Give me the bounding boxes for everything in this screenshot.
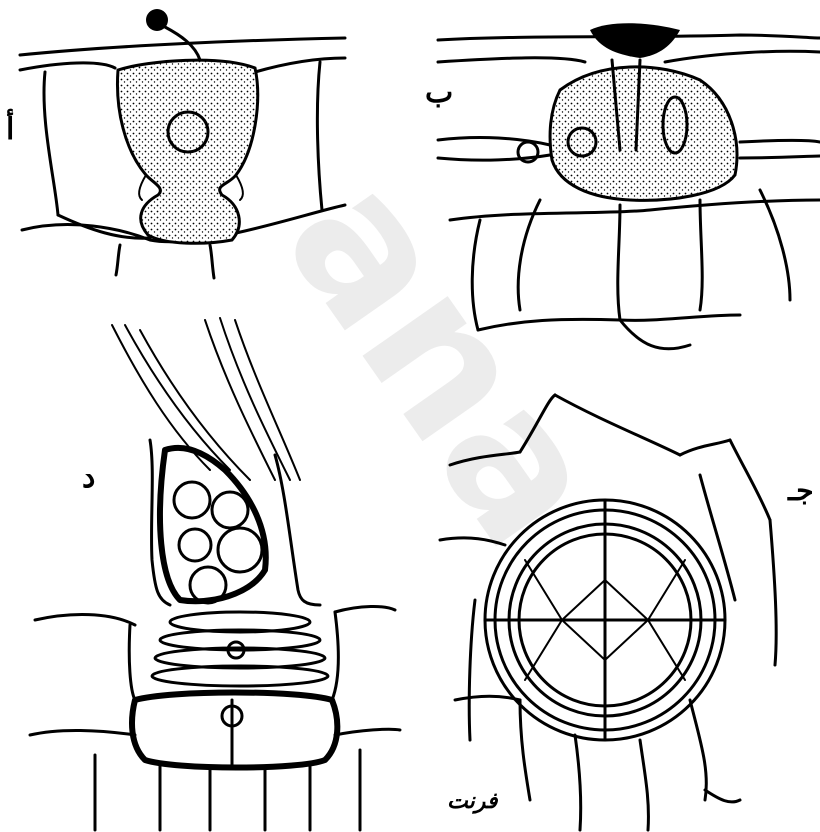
panel-label-d: د xyxy=(82,463,95,493)
artist-signature: فرنت xyxy=(447,790,497,812)
panel-label-b: ب xyxy=(425,78,453,108)
panel-label-a: أ xyxy=(6,115,14,145)
panel-c-scale xyxy=(440,395,776,830)
panel-label-c: جـ xyxy=(788,477,814,505)
panel-d-trichome xyxy=(30,318,400,830)
panel-b-gland-section xyxy=(438,23,820,349)
panel-a-gland-cell xyxy=(20,9,345,278)
